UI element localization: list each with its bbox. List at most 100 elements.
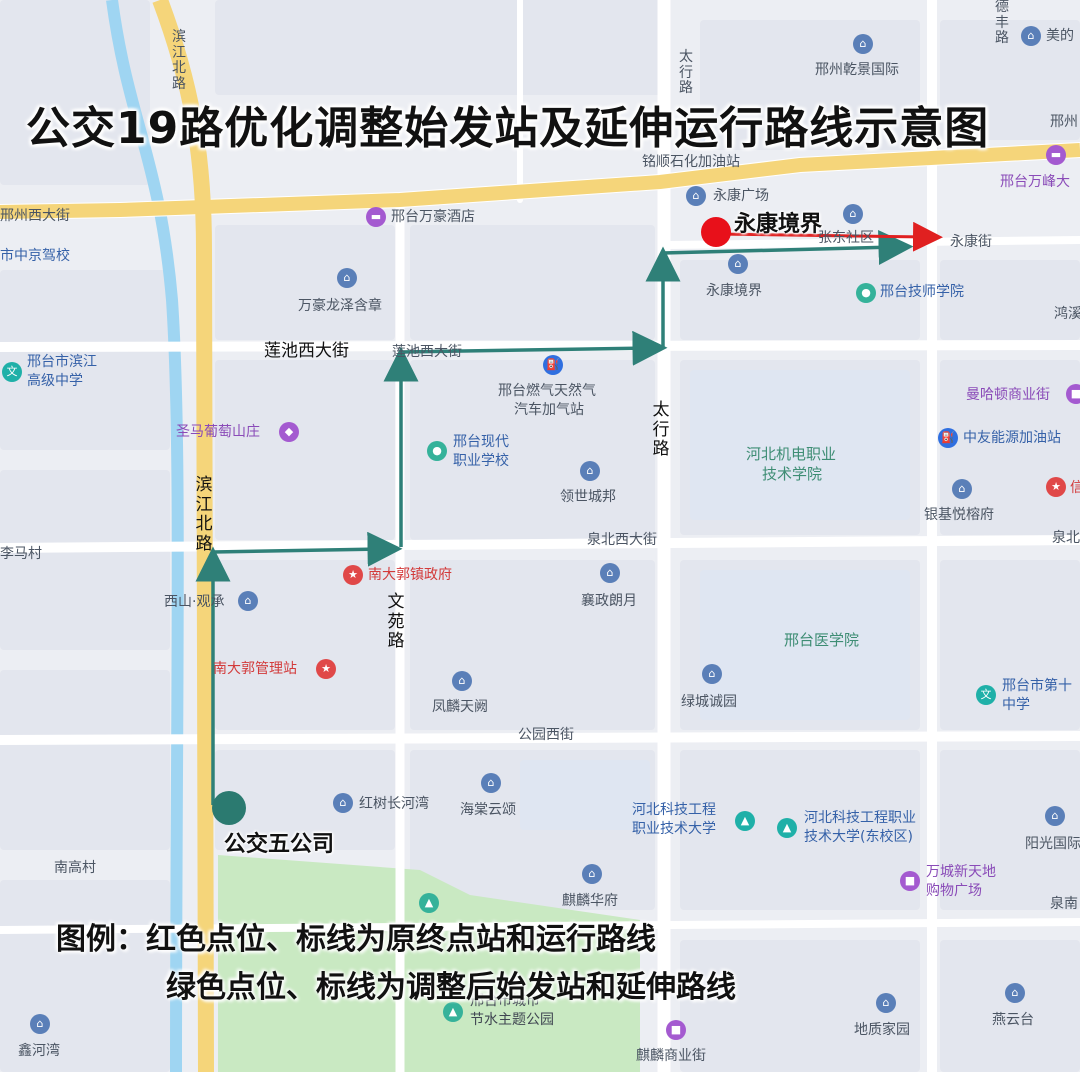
gas-station-icon: ⛽ <box>686 126 706 146</box>
place-label: 技术大学(东校区) <box>804 829 913 845</box>
road-label-xingzhou: 邢州西大街 <box>0 208 70 224</box>
place-label: 燕云台 <box>992 1012 1034 1028</box>
park-icon: ▲ <box>419 893 439 913</box>
building-icon: ⌂ <box>728 254 748 274</box>
road-label-xingzhou-right: 邢州 <box>1050 114 1078 130</box>
new-route <box>195 229 914 805</box>
place-label: 购物广场 <box>926 883 982 899</box>
place-label: 张东社区 <box>818 230 874 246</box>
place-label: 曼哈顿商业街 <box>966 387 1050 403</box>
place-label: 圣马葡萄山庄 <box>176 424 260 440</box>
hotel-icon: ▬ <box>366 207 386 227</box>
building-icon: ⌂ <box>580 461 600 481</box>
place-label: 邢州乾景国际 <box>815 62 899 78</box>
road-label-binjiang-mid: 滨江北路 <box>195 475 213 554</box>
road-label-yongkang: 永康街 <box>950 234 992 250</box>
place-label: 铭顺石化加油站 <box>642 154 740 170</box>
new-route-segment-6 <box>662 229 914 265</box>
place-label: 汽车加气站 <box>514 402 584 418</box>
building-icon: ⌂ <box>843 204 863 224</box>
road-label-defeng: 德丰路 <box>995 0 1009 47</box>
building-icon: ⌂ <box>1021 26 1041 46</box>
place-label: 邢台医学院 <box>784 631 860 649</box>
building-icon: ⌂ <box>952 479 972 499</box>
binjiang-road <box>152 0 214 1072</box>
hotel-icon: ▬ <box>1046 145 1066 165</box>
road-label-lianchi-light: 莲池西大街 <box>392 344 462 360</box>
entertainment-icon: ◆ <box>279 422 299 442</box>
building-icon: ⌂ <box>333 793 353 813</box>
building-icon: ⌂ <box>452 671 472 691</box>
place-label: 信 <box>1070 480 1080 496</box>
park-icon: ▲ <box>443 1002 463 1022</box>
place-label: 邢台技师学院 <box>880 284 964 300</box>
place-label: 麒麟华府 <box>562 893 618 909</box>
old-route-segment <box>715 221 943 252</box>
campus-zones <box>520 370 910 830</box>
building-icon: ⌂ <box>582 864 602 884</box>
place-label: 领世城邦 <box>560 489 616 505</box>
building-icon: ⌂ <box>600 563 620 583</box>
xingzhou-avenue <box>0 143 1080 219</box>
place-label: 南高村 <box>54 860 96 876</box>
place-label: 邢台万峰大 <box>1000 174 1070 190</box>
road-label-lianchi: 莲池西大街 <box>264 341 349 361</box>
building-icon: ⌂ <box>702 664 722 684</box>
place-label: 节水主题公园 <box>470 1012 554 1028</box>
place-label: 市中京驾校 <box>0 248 70 264</box>
place-label: 河北科技工程 <box>632 802 716 818</box>
university-icon: ▲ <box>777 818 797 838</box>
gas-station-icon: ⛽ <box>938 428 958 448</box>
park-area <box>218 855 640 1072</box>
new-origin-dot[interactable] <box>212 791 246 825</box>
building-icon: ⌂ <box>1045 806 1065 826</box>
place-label: 万城新天地 <box>926 864 996 880</box>
place-label: 红树长河湾 <box>359 796 429 812</box>
river <box>106 0 184 1072</box>
government-icon: ★ <box>1046 477 1066 497</box>
place-label: 银基悦榕府 <box>924 507 994 523</box>
old-terminal-label: 永康境界 <box>734 212 823 237</box>
gas-station-icon: ⛽ <box>543 355 563 375</box>
old-terminal-dot[interactable] <box>701 217 731 247</box>
place-label: 绿城诚园 <box>681 694 737 710</box>
building-icon: ⌂ <box>481 773 501 793</box>
place-label: 邢台燃气天然气 <box>498 383 596 399</box>
place-label: 中友能源加油站 <box>963 430 1061 446</box>
road-label-binjiang: 滨江北路 <box>172 29 186 93</box>
new-route-segment-2 <box>212 531 403 567</box>
place-label: 职业技术大学 <box>632 821 716 837</box>
place-label: 西山·观承 <box>164 594 225 610</box>
place-label: 襄政朗月 <box>581 593 637 609</box>
place-label: 邢台万豪酒店 <box>391 209 475 225</box>
road-label-taihang: 太行路 <box>679 49 693 97</box>
university-icon: ▲ <box>735 811 755 831</box>
school-pin-icon: ● <box>427 441 447 461</box>
place-label: 鑫河湾 <box>18 1043 60 1059</box>
shopping-icon: ■ <box>900 871 920 891</box>
building-icon: ⌂ <box>1005 983 1025 1003</box>
legend-line-red: 图例：红色点位、标线为原终点站和运行路线 <box>56 922 656 957</box>
new-route-segment-4 <box>400 330 668 366</box>
school-icon: 文 <box>976 685 996 705</box>
place-label: 永康境界 <box>706 283 762 299</box>
school-icon: 文 <box>2 362 22 382</box>
place-label: 万豪龙泽含章 <box>298 298 382 314</box>
building-icon: ⌂ <box>337 268 357 288</box>
road-label-taihang-mid: 太行路 <box>652 400 670 460</box>
place-label: 河北科技工程职业 <box>804 810 916 826</box>
new-origin-label: 公交五公司 <box>224 832 335 857</box>
road-label-wenyuan: 文苑路 <box>387 592 405 652</box>
government-icon: ★ <box>343 565 363 585</box>
place-label: 中学 <box>1002 697 1030 713</box>
building-icon: ⌂ <box>686 186 706 206</box>
place-label: 邢台市滨江 <box>27 354 97 370</box>
road-label-quanbei-right: 泉北 <box>1052 530 1080 546</box>
place-label: 邢台市城市 <box>470 993 540 1009</box>
map-title: 公交19路优化调整始发站及延伸运行路线示意图 <box>26 103 990 154</box>
shopping-icon: ■ <box>1066 384 1080 404</box>
building-icon: ⌂ <box>853 34 873 54</box>
place-label: 高级中学 <box>27 373 83 389</box>
